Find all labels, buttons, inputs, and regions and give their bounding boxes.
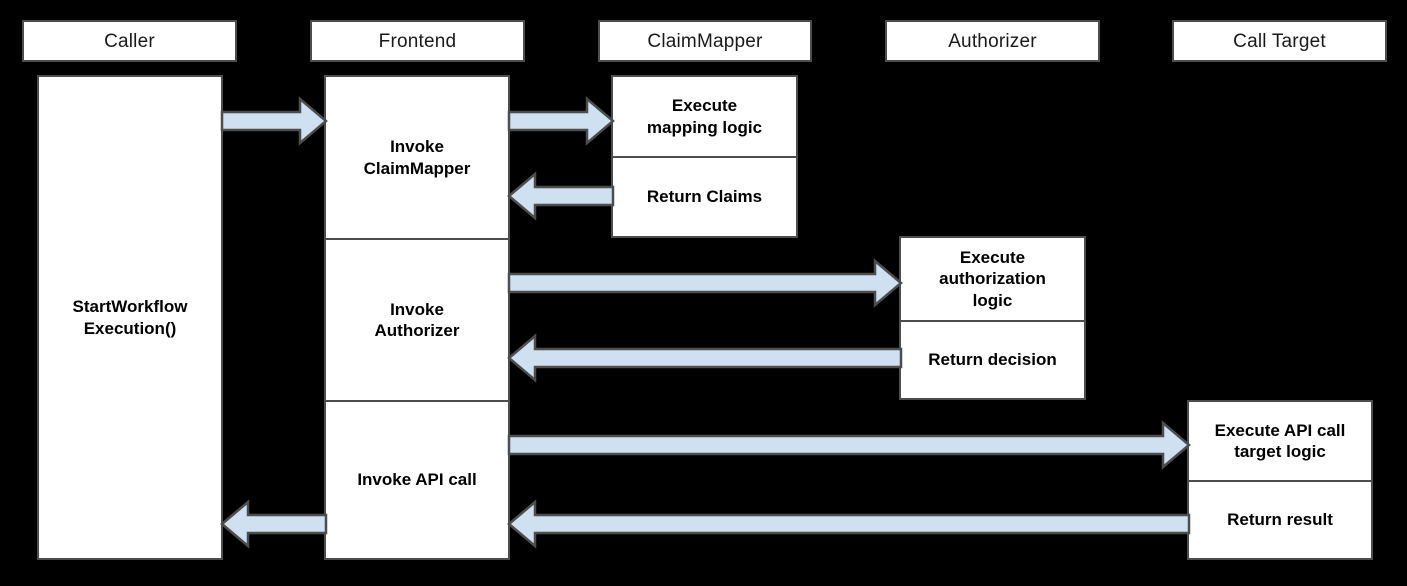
- segment-label: Return decision: [928, 350, 1057, 370]
- participant-calltarget[interactable]: Call Target: [1172, 20, 1387, 62]
- segment-label: Return Claims: [646, 187, 763, 207]
- message-arrow-calltarget-to-frontend[interactable]: [507, 499, 1191, 549]
- arrow-shape: [507, 420, 1191, 470]
- message-arrow-frontend-to-calltarget[interactable]: [507, 420, 1191, 470]
- segment-return-claims[interactable]: Return Claims: [613, 156, 796, 236]
- segment-invoke-authorizer[interactable]: Invoke Authorizer: [326, 238, 508, 400]
- arrow-shape: [507, 96, 615, 146]
- activation-caller-activation: StartWorkflow Execution(): [37, 75, 223, 560]
- participant-frontend[interactable]: Frontend: [310, 20, 525, 62]
- segment-execute-mapping-logic[interactable]: Execute mapping logic: [613, 77, 796, 156]
- segment-start-workflow-execution[interactable]: StartWorkflow Execution(): [39, 77, 221, 558]
- participant-label: ClaimMapper: [647, 30, 763, 52]
- segment-invoke-api-call[interactable]: Invoke API call: [326, 400, 508, 558]
- message-arrow-authorizer-to-frontend[interactable]: [507, 333, 903, 383]
- segment-label: Invoke Authorizer: [374, 299, 460, 340]
- arrow-shape: [507, 333, 903, 383]
- segment-label: Invoke ClaimMapper: [363, 137, 471, 178]
- arrow-shape: [507, 499, 1191, 549]
- participant-label: Frontend: [378, 30, 457, 52]
- arrow-shape: [220, 96, 328, 146]
- message-arrow-caller-to-frontend[interactable]: [220, 96, 328, 146]
- arrow-shape: [220, 499, 328, 549]
- participant-authorizer[interactable]: Authorizer: [885, 20, 1100, 62]
- message-arrow-frontend-to-authorizer[interactable]: [507, 258, 903, 308]
- message-arrow-frontend-to-claimmapper[interactable]: [507, 96, 615, 146]
- arrow-shape: [507, 171, 615, 221]
- segment-label: Return result: [1227, 510, 1333, 530]
- participant-label: Caller: [104, 30, 155, 52]
- participant-caller[interactable]: Caller: [22, 20, 237, 62]
- participant-claimmapper[interactable]: ClaimMapper: [598, 20, 812, 62]
- participant-label: Authorizer: [948, 30, 1037, 52]
- participant-label: Call Target: [1233, 30, 1326, 52]
- message-arrow-claimmapper-to-frontend[interactable]: [507, 171, 615, 221]
- message-arrow-frontend-to-caller[interactable]: [220, 499, 328, 549]
- segment-return-result[interactable]: Return result: [1189, 480, 1371, 558]
- segment-label: Execute authorization logic: [939, 248, 1046, 310]
- segment-invoke-claimmapper[interactable]: Invoke ClaimMapper: [326, 77, 508, 238]
- segment-execute-api-call-target-logic[interactable]: Execute API call target logic: [1189, 402, 1371, 480]
- segment-label: StartWorkflow Execution(): [72, 297, 188, 338]
- segment-label: Execute mapping logic: [646, 96, 763, 137]
- segment-label: Execute API call target logic: [1214, 420, 1346, 461]
- arrow-shape: [507, 258, 903, 308]
- segment-label: Invoke API call: [357, 470, 477, 490]
- segment-execute-authorization-logic[interactable]: Execute authorization logic: [901, 238, 1084, 320]
- segment-return-decision[interactable]: Return decision: [901, 320, 1084, 398]
